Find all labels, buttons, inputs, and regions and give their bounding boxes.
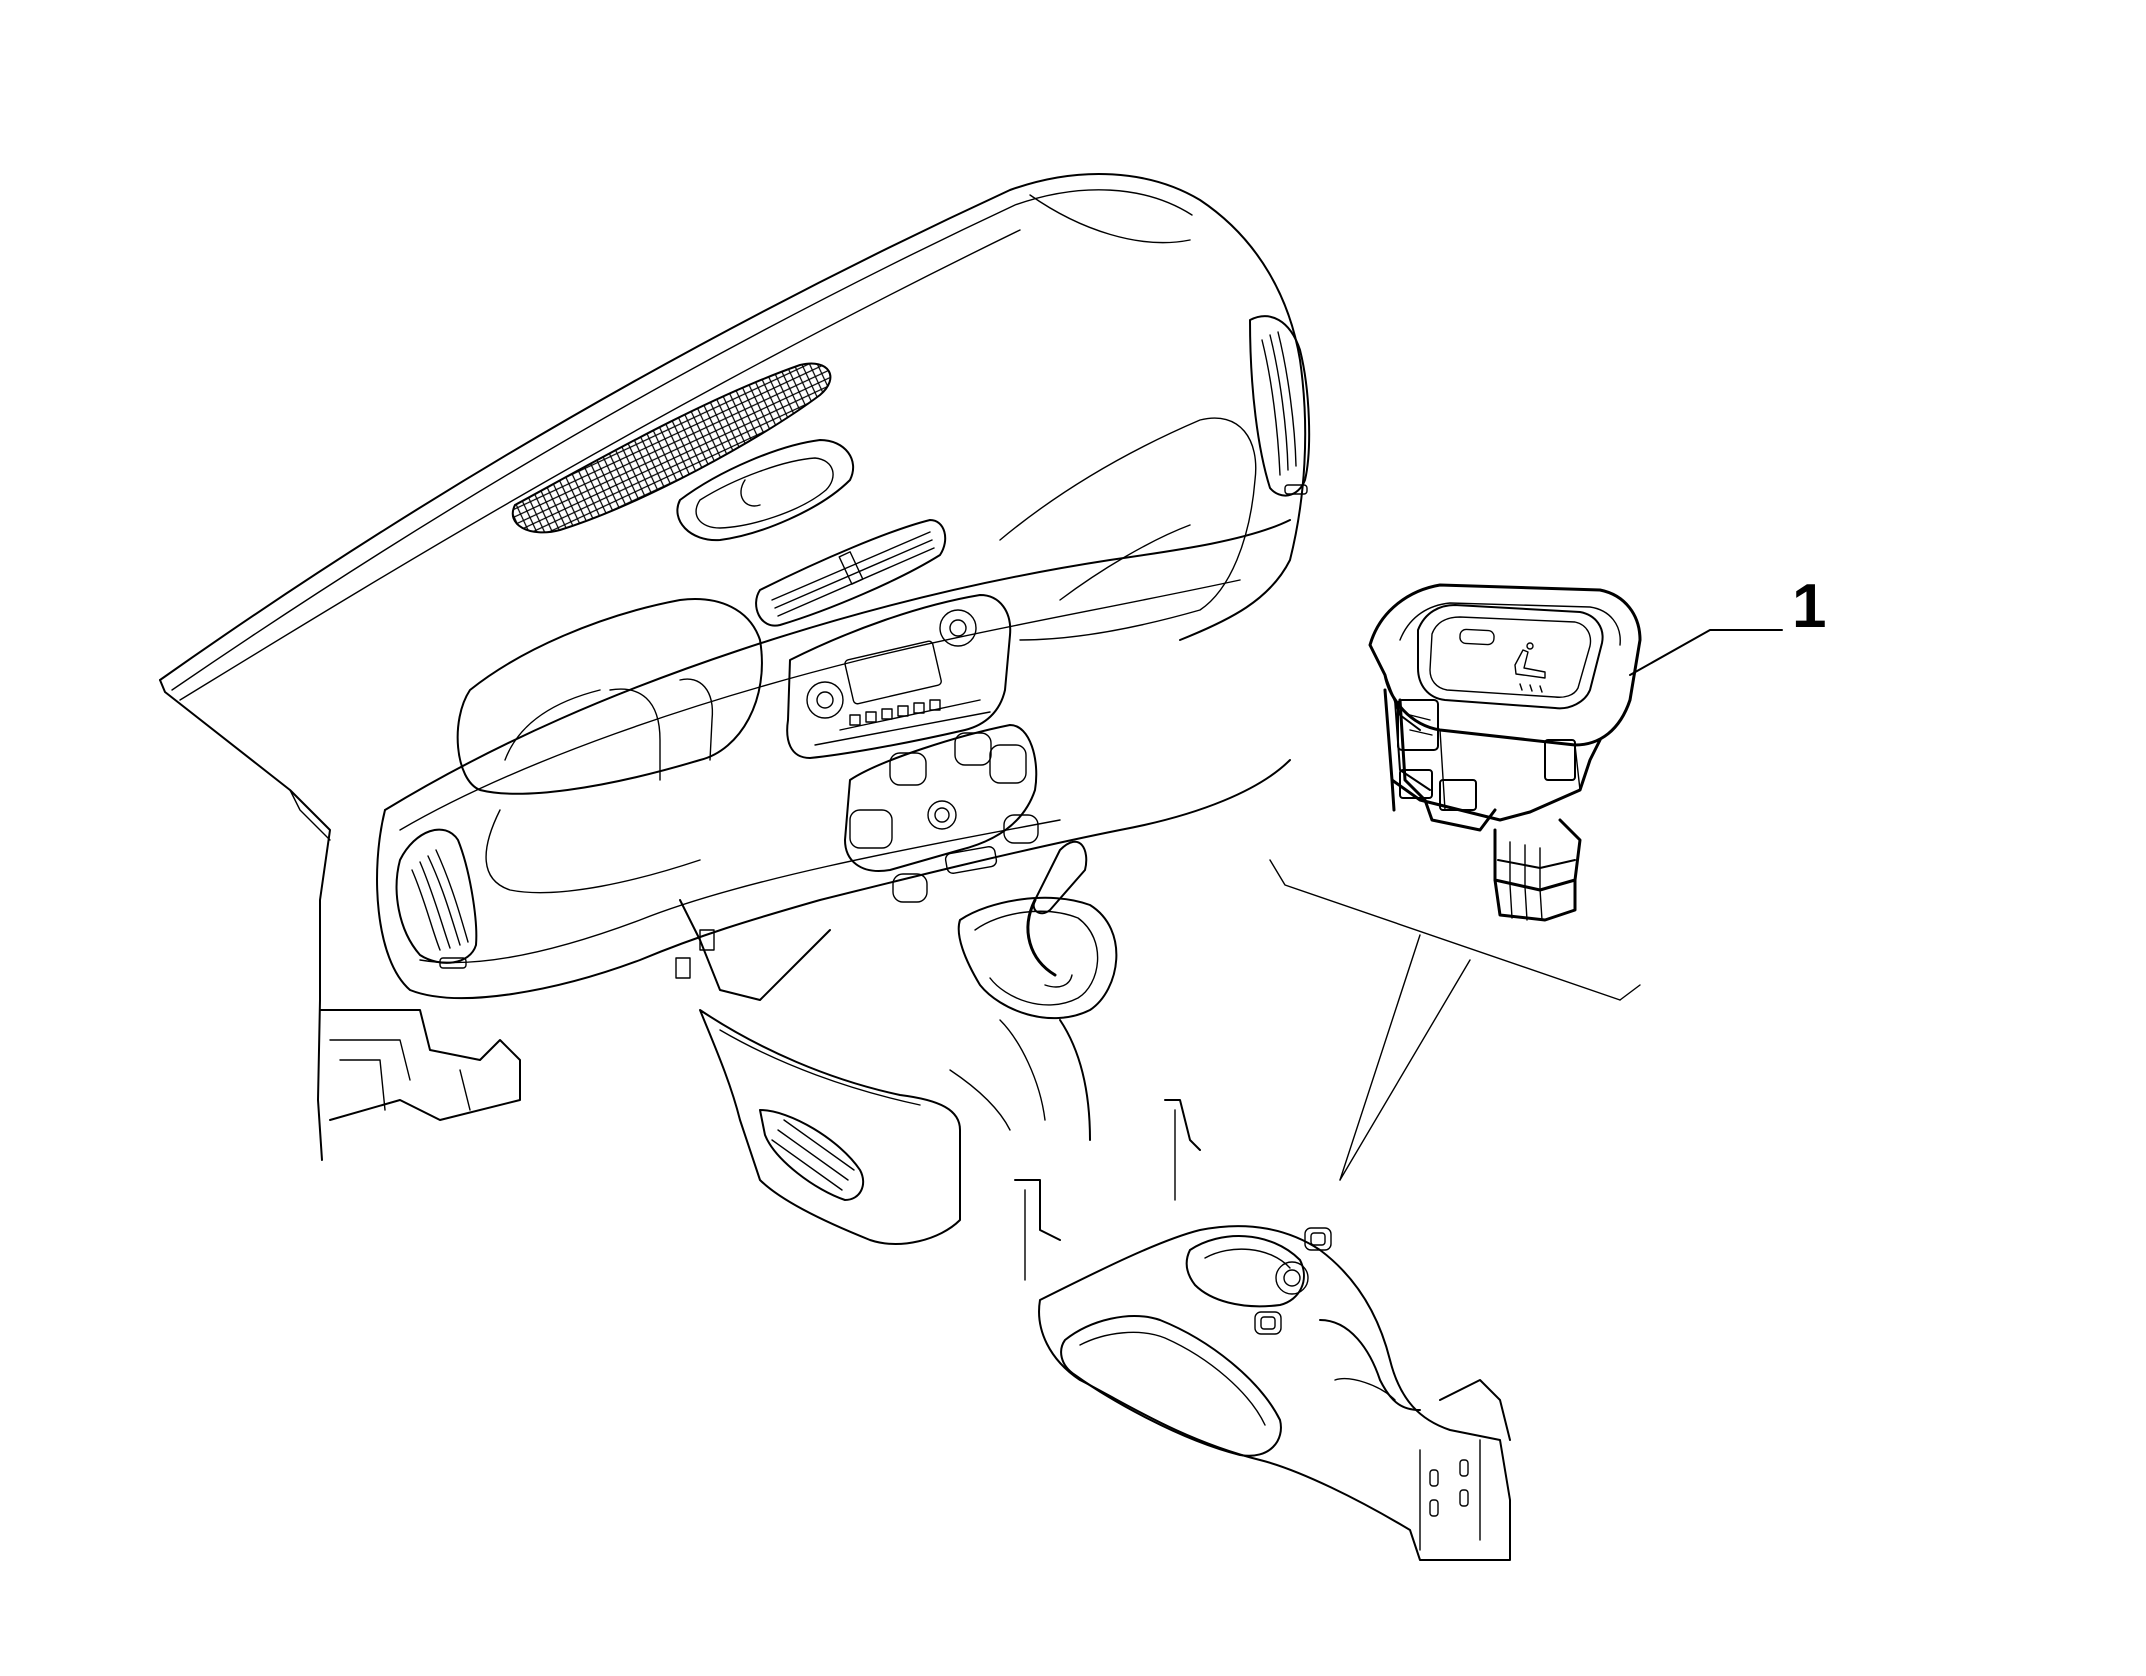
radio-buttons xyxy=(849,699,941,726)
center-tunnel-section xyxy=(699,1009,1091,1245)
center-console xyxy=(1014,1099,1511,1561)
dashboard-assembly xyxy=(159,173,1311,1161)
callout-leaders xyxy=(1269,859,1641,1181)
callout-1: 1 xyxy=(1629,572,1826,676)
center-vent-slats xyxy=(771,531,935,617)
seat-heater-switch-icon xyxy=(1368,583,1642,922)
right-vent-slats xyxy=(1261,331,1308,495)
callout-label: 1 xyxy=(1792,572,1826,641)
dashboard-lower-brackets xyxy=(319,899,831,1121)
left-vent-slats xyxy=(411,849,469,969)
gear-shifter xyxy=(957,840,1118,1020)
